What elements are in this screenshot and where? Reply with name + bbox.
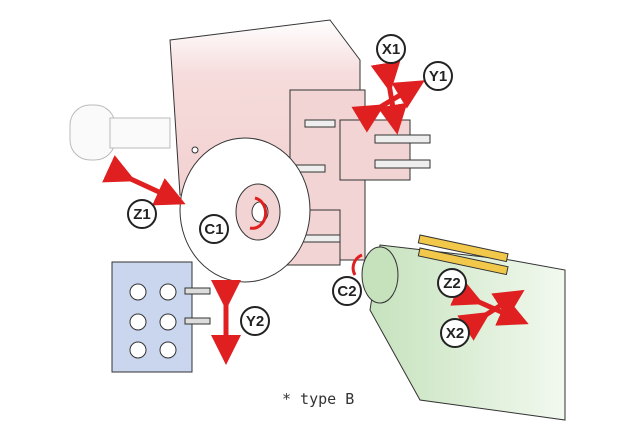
axis-label-y1: Y1 [423, 61, 453, 91]
main-chuck [179, 137, 311, 283]
back-tool-block [111, 261, 211, 373]
axis-label-y2: Y2 [240, 306, 270, 336]
axis-label-x2: X2 [440, 318, 470, 348]
rotation-arrows [249, 196, 363, 276]
axis-arrows [102, 60, 529, 365]
axis-label-c1: C1 [199, 214, 229, 244]
type-note: * type B [282, 390, 355, 408]
ghost-spindle [69, 104, 171, 161]
axis-label-z2: Z2 [437, 268, 467, 298]
axis-label-c2: C2 [332, 276, 362, 306]
axis-label-x1: X1 [376, 34, 406, 64]
axis-label-z1: Z1 [127, 199, 157, 229]
